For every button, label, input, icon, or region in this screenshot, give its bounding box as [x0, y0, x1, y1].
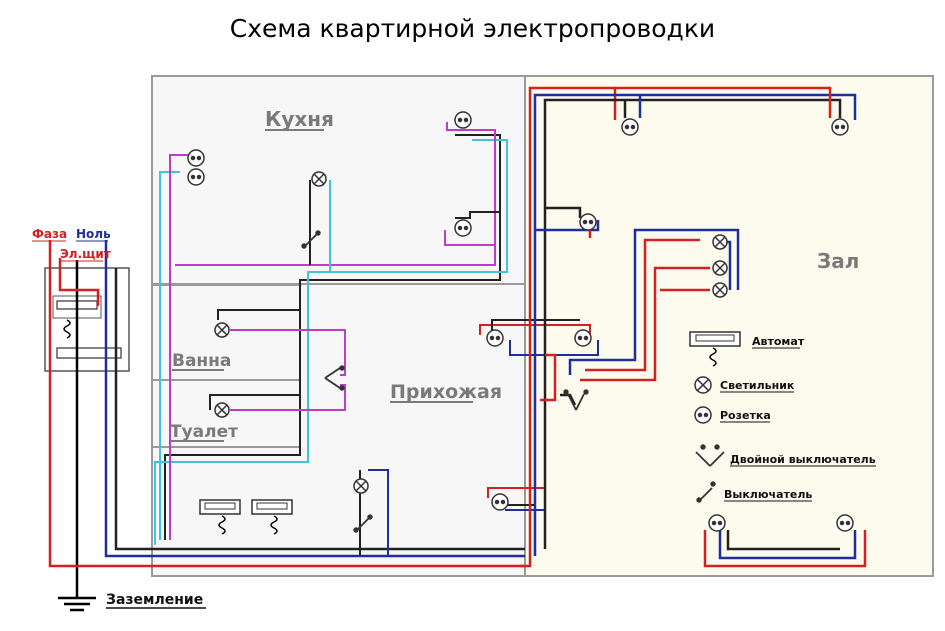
- lamp-kitchen: [311, 171, 327, 187]
- label-panel: Эл.щит: [60, 247, 111, 261]
- lamp-bath: [214, 322, 230, 338]
- legend-lamp: Светильник: [720, 379, 795, 392]
- panel-labels: Фаза Ноль Эл.щит Заземление: [32, 227, 206, 609]
- bath-wiring: [209, 309, 346, 411]
- room-labels: Кухня Зал Ванна Туалет Прихожая: [170, 107, 859, 442]
- socket-hall-3: [579, 213, 597, 231]
- room-outlines: [151, 75, 934, 577]
- room-label-kitchen: Кухня: [265, 107, 334, 131]
- socket-kitchen-2: [187, 168, 205, 186]
- socket-kitchen-3: [454, 111, 472, 129]
- legend-double-switch: Двойной выключатель: [730, 453, 876, 466]
- label-phase: Фаза: [32, 227, 67, 241]
- lamp-hall-1: [712, 234, 728, 250]
- socket-hall-5: [836, 514, 854, 532]
- label-neutral: Ноль: [76, 227, 111, 241]
- lamp-corridor: [353, 478, 369, 494]
- ground-symbol: [58, 260, 96, 612]
- corridor-breakers: [199, 499, 293, 535]
- lamps: [214, 171, 728, 494]
- socket-kitchen-1: [187, 149, 205, 167]
- sockets: [187, 111, 854, 532]
- switches: [301, 230, 589, 533]
- double-switch-bath: [324, 365, 345, 391]
- socket-corridor-3: [491, 493, 509, 511]
- hall-wiring: [520, 86, 867, 568]
- feed-wires: [48, 240, 525, 568]
- socket-kitchen-4: [454, 219, 472, 237]
- socket-hall-4: [708, 514, 726, 532]
- switch-kitchen: [301, 230, 321, 249]
- lamp-hall-3: [712, 282, 728, 298]
- apartment-left-outline: [151, 75, 526, 577]
- socket-hall-1: [621, 118, 639, 136]
- legend-socket: Розетка: [720, 409, 771, 422]
- room-label-corridor: Прихожая: [390, 381, 502, 403]
- socket-corridor-2: [574, 329, 592, 347]
- diagram-title: Схема квартирной электропроводки: [229, 14, 716, 43]
- lamp-toilet: [214, 402, 230, 418]
- room-label-hall: Зал: [817, 249, 859, 273]
- kitchen-room: [151, 75, 526, 285]
- legend: Автомат Светильник Розетка Двойной выклю…: [689, 331, 876, 503]
- kitchen-wiring: [154, 122, 508, 545]
- room-label-bath: Ванна: [172, 351, 231, 371]
- switch-corridor: [353, 514, 373, 533]
- label-ground: Заземление: [106, 592, 203, 608]
- legend-breaker: Автомат: [752, 335, 805, 348]
- socket-hall-2: [831, 118, 849, 136]
- legend-switch: Выключатель: [724, 488, 812, 501]
- lamp-hall-2: [712, 260, 728, 276]
- room-label-toilet: Туалет: [170, 422, 238, 442]
- socket-corridor-1: [486, 329, 504, 347]
- hall-room: [524, 75, 934, 577]
- double-switch-hall: [563, 389, 589, 411]
